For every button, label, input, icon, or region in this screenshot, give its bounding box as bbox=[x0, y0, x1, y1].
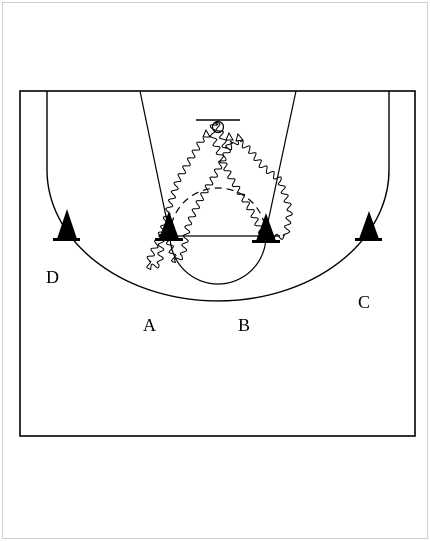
arrow-head-icon bbox=[225, 131, 234, 141]
arrow-heads bbox=[202, 128, 244, 142]
position-label-d: D bbox=[46, 267, 59, 287]
free-throw-circle-dashed bbox=[169, 187, 267, 237]
lane-line-left bbox=[139, 90, 171, 237]
dribble-path-b-left bbox=[209, 122, 267, 239]
cone-a bbox=[155, 211, 183, 241]
position-label-c: C bbox=[358, 292, 371, 312]
traffic-cone-icon bbox=[359, 211, 379, 239]
position-label-b: B bbox=[238, 315, 251, 335]
lane-line-right bbox=[264, 90, 297, 237]
arrow-head-icon bbox=[235, 132, 244, 142]
cone-d bbox=[53, 209, 80, 241]
position-label-a: A bbox=[143, 315, 156, 335]
cone-c bbox=[355, 211, 382, 241]
dribble-path-icon bbox=[146, 122, 293, 271]
dribble-path-a-left bbox=[146, 137, 205, 271]
traffic-cone-icon bbox=[159, 211, 179, 239]
court-boundary bbox=[19, 90, 416, 437]
traffic-cone-icon bbox=[57, 209, 77, 239]
dribble-path-b-right bbox=[239, 139, 293, 242]
arrow-head-icon bbox=[202, 128, 211, 138]
dribble-path-a-right bbox=[163, 140, 234, 263]
traffic-cone-icon bbox=[256, 213, 276, 241]
cone-b bbox=[252, 213, 280, 243]
